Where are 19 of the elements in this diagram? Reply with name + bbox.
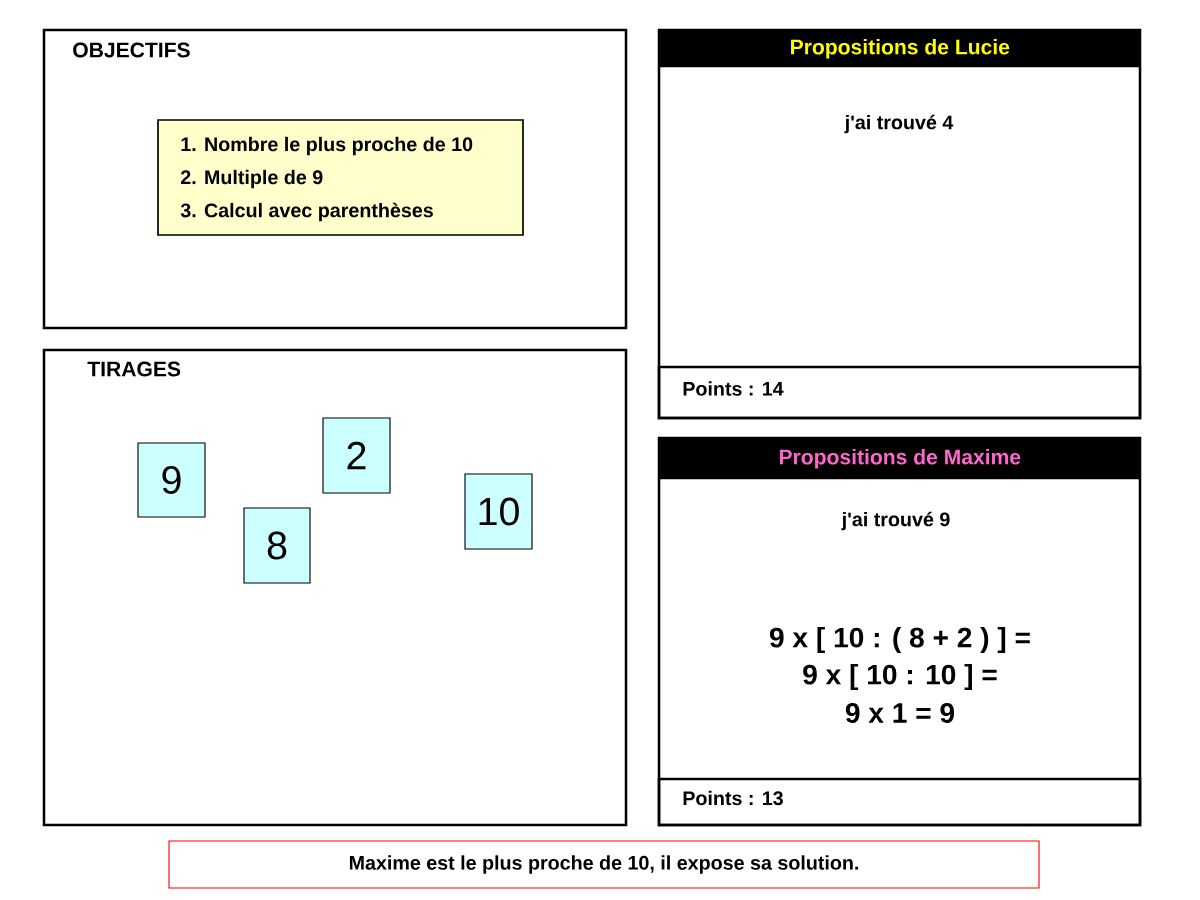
card-number: 8: [267, 531, 287, 560]
caption-box: Maxime est le plus proche de 10, il expose sa solution.: [168, 840, 1040, 889]
answer-text: j'ai trouvé 4: [844, 114, 954, 134]
points-text: Points : 14: [683, 381, 784, 396]
header-bar: Propositions de Lucie: [659, 30, 1141, 68]
calculation-line: 9 x 1 = 9: [845, 703, 955, 723]
calculation-line: 9 x [ 10 : 10 ] =: [803, 663, 997, 691]
points-text: Points : 13: [683, 790, 783, 806]
card-number: 9: [162, 466, 181, 494]
list-item: 2. Multiple de 9: [180, 169, 323, 189]
panel-title: TIRAGES: [87, 361, 181, 377]
card-number: 10: [479, 497, 519, 526]
panel-title: OBJECTIFS: [73, 42, 190, 58]
calculation-line: 9 x [ 10 : ( 8 + 2 ) ] =: [769, 626, 1030, 654]
card-number: 2: [347, 441, 366, 470]
header-bar: Propositions de Maxime: [659, 438, 1141, 480]
list-item: 3. Calcul avec parenthèses: [180, 202, 433, 222]
answer-text: j'ai trouvé 9: [841, 511, 950, 531]
list-item: 1. Nombre le plus proche de 10: [181, 136, 473, 156]
